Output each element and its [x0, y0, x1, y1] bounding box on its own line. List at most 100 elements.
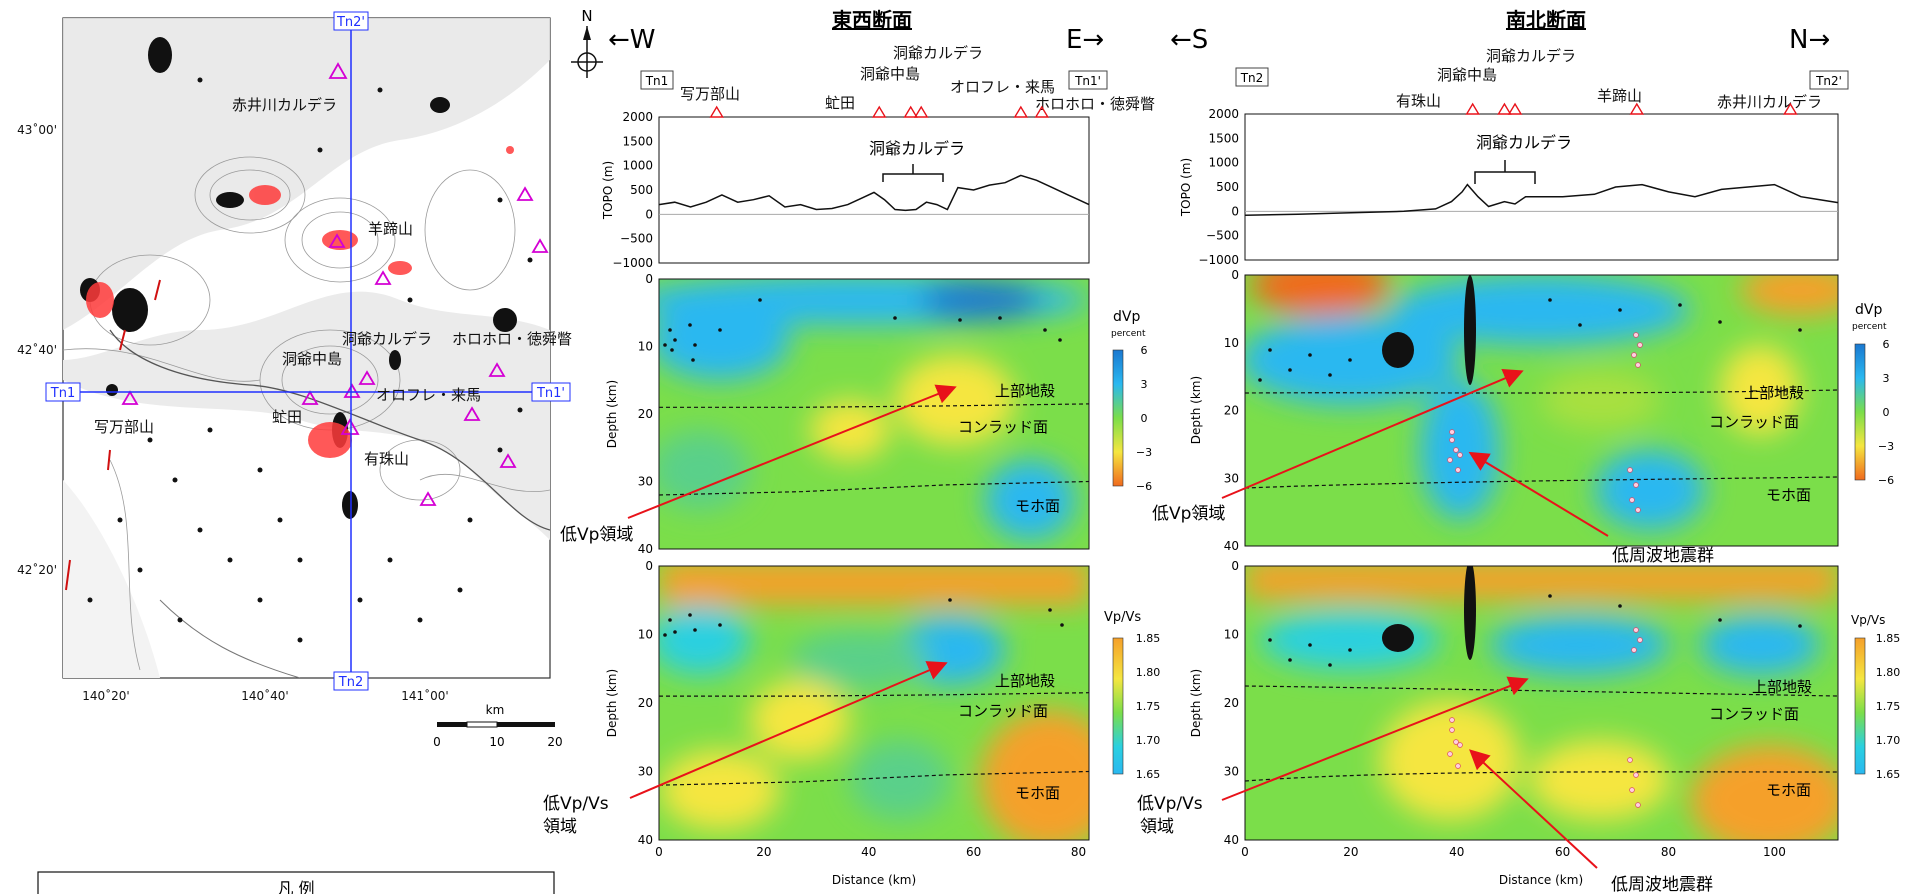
- ns-volcano-toya: 洞爺カルデラ: [1486, 47, 1576, 65]
- north-arrow: N: [571, 7, 603, 78]
- ew-end-right: Tn1': [1074, 74, 1101, 88]
- ns-label-low-vpvs-2: 領域: [1140, 817, 1174, 837]
- ns-label-low-vp: 低Vp領域: [1152, 504, 1225, 524]
- ns-dvp-ytick-0: 0: [1231, 268, 1239, 282]
- cb1-title: dVp: [1113, 309, 1140, 325]
- ew-vpvs-field: [659, 566, 1089, 840]
- ns-topo-frame: [1244, 113, 1839, 261]
- place-nakajima: 洞爺中島: [282, 350, 342, 368]
- ns-topo-ylabel: TOPO (m): [1179, 158, 1193, 217]
- ew-dir-right: E→: [1066, 25, 1104, 55]
- ew-caldera-label: 洞爺カルデラ: [869, 139, 965, 158]
- map-terrain: [63, 18, 550, 678]
- ns-vpvs-ylabel: Depth (km): [1189, 669, 1203, 737]
- ns-vpvs-ytick-20: 20: [1224, 696, 1239, 710]
- ew-topo-ticks: 2000 1500 1000 500 0 −500 −1000: [612, 110, 653, 270]
- place-shamanbe: 写万部山: [94, 418, 154, 436]
- ns-section: 南北断面 ←S N→ Tn2 Tn2' 有珠山 洞爺中島 洞爺カルデラ 羊蹄山 …: [1137, 8, 1849, 894]
- ew-topo-tick-500: 500: [630, 183, 653, 197]
- ew-vpvs-conrad-line: [659, 692, 1090, 697]
- ew-volcano-marker-5: [1034, 105, 1050, 118]
- ns-vpvs-yticks: 0 10 20 30 40: [1224, 559, 1239, 847]
- ns-volcano-marker-2: [1507, 102, 1523, 115]
- ew-caldera-bracket: [882, 164, 944, 182]
- scale-unit: km: [486, 703, 505, 717]
- ns-dvp-frame: [1244, 274, 1839, 547]
- scale-bar: km 0 10 20: [433, 703, 562, 749]
- ew-volcano-toya: 洞爺カルデラ: [893, 44, 983, 62]
- cb1-t1: 3: [1141, 378, 1148, 391]
- cb1-t3: −3: [1136, 446, 1152, 459]
- lon-label-140-20: 140˚20': [82, 688, 129, 703]
- ew-title: 東西断面: [832, 8, 912, 32]
- ew-xtick-80: 80: [1071, 845, 1086, 859]
- cb2-t3: 1.70: [1136, 734, 1161, 747]
- cb3-t3: −3: [1878, 440, 1894, 453]
- ew-xticks: 0 20 40 60 80: [655, 845, 1086, 859]
- lat-label-43-00: 43˚00': [17, 122, 57, 137]
- ns-topo-tick-500: 500: [1216, 180, 1239, 194]
- scale-tick-20: 20: [547, 735, 562, 749]
- legend-box: [37, 871, 555, 894]
- cb2-t1: 1.80: [1136, 666, 1161, 679]
- ns-vpvs-ytick-40: 40: [1224, 833, 1239, 847]
- ns-vpvs-moho: モホ面: [1766, 781, 1811, 799]
- ns-dir-right: N→: [1789, 25, 1830, 55]
- cb4-t3: 1.70: [1876, 734, 1901, 747]
- ew-vpvs-frame: [658, 565, 1090, 841]
- ew-dvp-conrad: コンラッド面: [958, 418, 1048, 436]
- ns-topo-tick-0: 0: [1231, 204, 1239, 218]
- ew-volcano-orofure: オロフレ・来馬: [950, 78, 1055, 96]
- ew-topo-tick-2000: 2000: [622, 110, 653, 124]
- ew-topo-line: [658, 174, 1090, 212]
- ns-volcano-marker-4: [1783, 102, 1798, 115]
- map-place-names: 赤井川カルデラ 羊蹄山 洞爺カルデラ ホロホロ・徳舜瞥 洞爺中島 オロフレ・来馬…: [94, 96, 572, 468]
- ew-dvp-field: [659, 279, 1089, 549]
- ew-volcano-markers: [709, 105, 1050, 118]
- place-yotei: 羊蹄山: [368, 220, 413, 238]
- ns-volcano-markers: [1465, 102, 1798, 115]
- ns-vpvs-ytick-10: 10: [1224, 628, 1239, 642]
- ew-vpvs-yticks: 0 10 20 30 40: [638, 559, 653, 847]
- ns-label-lf-2: 低周波地震群: [1611, 875, 1713, 894]
- ew-dvp-ylabel: Depth (km): [605, 380, 619, 448]
- ew-volcano-marker-0: [709, 105, 724, 118]
- line-label-tn2: Tn2: [338, 675, 363, 690]
- place-usu: 有珠山: [364, 450, 409, 468]
- ns-volcano-usu: 有珠山: [1396, 92, 1441, 110]
- ns-dvp-ytick-20: 20: [1224, 404, 1239, 418]
- ew-vpvs-ytick-10: 10: [638, 628, 653, 642]
- ns-dvp-upper-crust: 上部地殻: [1744, 384, 1804, 402]
- ns-topo-tick-1500: 1500: [1208, 131, 1239, 145]
- ns-topo-ticks: 2000 1500 1000 500 0 −500 −1000: [1198, 107, 1239, 267]
- ew-arrow-low-vp: [627, 384, 957, 519]
- ew-xtick-60: 60: [966, 845, 981, 859]
- cb2-t0: 1.85: [1136, 632, 1161, 645]
- ns-vpvs-ytick-30: 30: [1224, 765, 1239, 779]
- cb2-title: Vp/Vs: [1104, 610, 1141, 625]
- ew-volcano-horohoro: ホロホロ・徳舜瞥: [1035, 95, 1155, 113]
- cb1-t4: −6: [1136, 480, 1152, 493]
- cb1-t2: 0: [1141, 412, 1148, 425]
- ew-dvp-ytick-30: 30: [638, 475, 653, 489]
- ew-dvp-moho: モホ面: [1015, 497, 1060, 515]
- line-label-tn2p: Tn2': [336, 15, 365, 30]
- colorbar-dvp-2: dVp percent 6 3 0 −3 −6: [1852, 302, 1894, 487]
- colorbar-dvp-1: dVp percent 6 3 0 −3 −6: [1111, 309, 1152, 493]
- ns-dvp-ylabel: Depth (km): [1189, 376, 1203, 444]
- place-horohoro: ホロホロ・徳舜瞥: [452, 330, 572, 348]
- ew-vpvs-ytick-30: 30: [638, 765, 653, 779]
- ns-xticks: 0 20 40 60 80 100: [1241, 845, 1786, 859]
- ew-dvp-ytick-0: 0: [645, 272, 653, 286]
- ns-dvp-ytick-10: 10: [1224, 336, 1239, 350]
- ns-arrow-lf-2: [1469, 749, 1598, 869]
- compass-north: N: [581, 7, 592, 25]
- scale-tick-0: 0: [433, 735, 441, 749]
- ns-topo-line: [1244, 183, 1839, 216]
- ew-volcano-shamanbe: 写万部山: [680, 85, 740, 103]
- ns-vpvs-ytick-0: 0: [1231, 559, 1239, 573]
- lat-label-42-20: 42˚20': [17, 562, 57, 577]
- ns-dvp-yticks: 0 10 20 30 40: [1224, 268, 1239, 553]
- ew-volcano-nakajima: 洞爺中島: [860, 65, 920, 83]
